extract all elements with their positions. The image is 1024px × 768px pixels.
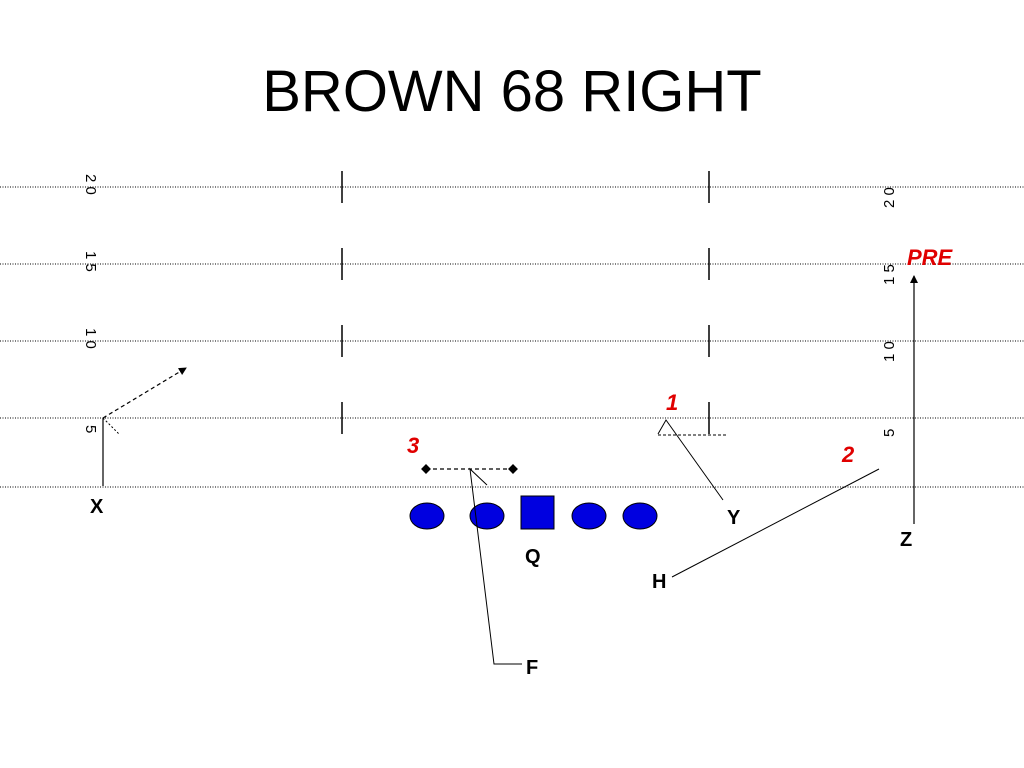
yard-number-left-5: 5: [82, 425, 99, 433]
h-route: [671, 468, 880, 578]
left-tackle: [409, 502, 445, 530]
player-q-label: Q: [525, 546, 541, 568]
offensive-line: [409, 495, 658, 530]
player-x-label: X: [90, 496, 104, 518]
player-labels: X Y Z Q H F: [90, 496, 912, 679]
player-z-label: Z: [900, 529, 912, 551]
f-route: [421, 464, 522, 665]
yard-lines: [0, 186, 1024, 488]
progression-3: 3: [407, 433, 419, 458]
y-route: [657, 419, 726, 501]
player-f-label: F: [526, 657, 538, 679]
yard-number-left-10: 1 0: [82, 328, 99, 349]
player-y-label: Y: [727, 507, 741, 529]
yard-number-right-15: 1 5: [881, 264, 898, 285]
left-guard: [469, 502, 505, 530]
yard-number-left-15: 1 5: [82, 251, 99, 272]
read-progression: 1 2 3 PRE: [407, 245, 954, 467]
progression-pre: PRE: [907, 245, 954, 270]
center: [520, 495, 555, 530]
progression-1: 1: [666, 390, 678, 415]
hash-marks: [341, 171, 710, 434]
yard-number-right-10: 1 0: [881, 341, 898, 362]
page-title: BROWN 68 RIGHT: [262, 59, 762, 124]
yard-number-left-20: 2 0: [82, 174, 99, 195]
right-tackle: [622, 502, 658, 530]
yard-number-right-20: 2 0: [881, 187, 898, 208]
yard-numbers-left: 2 0 1 5 1 0 5: [82, 174, 99, 433]
yard-numbers-right: 2 0 1 5 1 0 5: [881, 187, 898, 437]
x-route: [102, 367, 187, 486]
right-guard: [571, 502, 607, 530]
player-h-label: H: [652, 571, 666, 593]
yard-number-right-5: 5: [881, 429, 898, 437]
progression-2: 2: [841, 442, 855, 467]
